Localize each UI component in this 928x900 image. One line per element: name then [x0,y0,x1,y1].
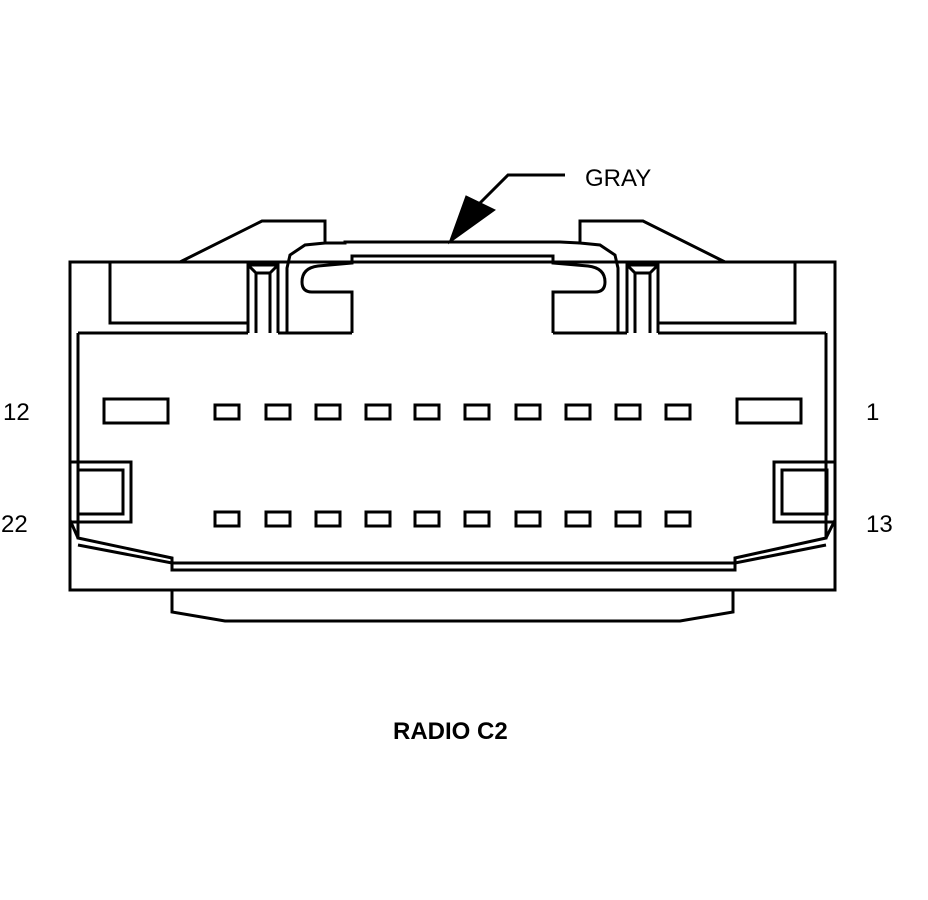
color-leader-arrow [447,173,565,245]
pin-cavity [463,403,491,421]
side-lock-left [68,460,133,524]
pin-cavity [564,403,592,421]
pin-label-22: 22 [1,511,28,538]
pin-row-top [102,397,803,425]
pin-cavity [564,510,592,528]
pin-cavity [264,403,292,421]
pin-cavity [314,403,342,421]
pin-cavity [614,403,642,421]
pin-cavity [213,510,241,528]
pin-cavity [413,403,441,421]
pin-cavity [614,510,642,528]
pin-cavity [664,510,692,528]
pin-label-1: 1 [866,399,879,426]
pin-label-12: 12 [3,399,30,426]
pin-cavity [514,403,542,421]
pin-cavity [264,510,292,528]
latch-structure [108,219,797,333]
pin-row-bottom [213,510,692,528]
pin-cavity [514,510,542,528]
color-label: GRAY [585,165,651,192]
pin-cavity-1 [735,397,803,425]
connector-title: RADIO C2 [393,718,508,745]
pin-cavity [314,510,342,528]
pin-cavity [364,510,392,528]
pin-cavity-12 [102,397,170,425]
pin-cavity [463,510,491,528]
pin-label-13: 13 [866,511,893,538]
pin-cavity [364,403,392,421]
pin-cavity [413,510,441,528]
connector-housing [68,260,837,623]
pin-cavity [664,403,692,421]
pin-cavity [213,403,241,421]
side-lock-right [772,460,837,524]
